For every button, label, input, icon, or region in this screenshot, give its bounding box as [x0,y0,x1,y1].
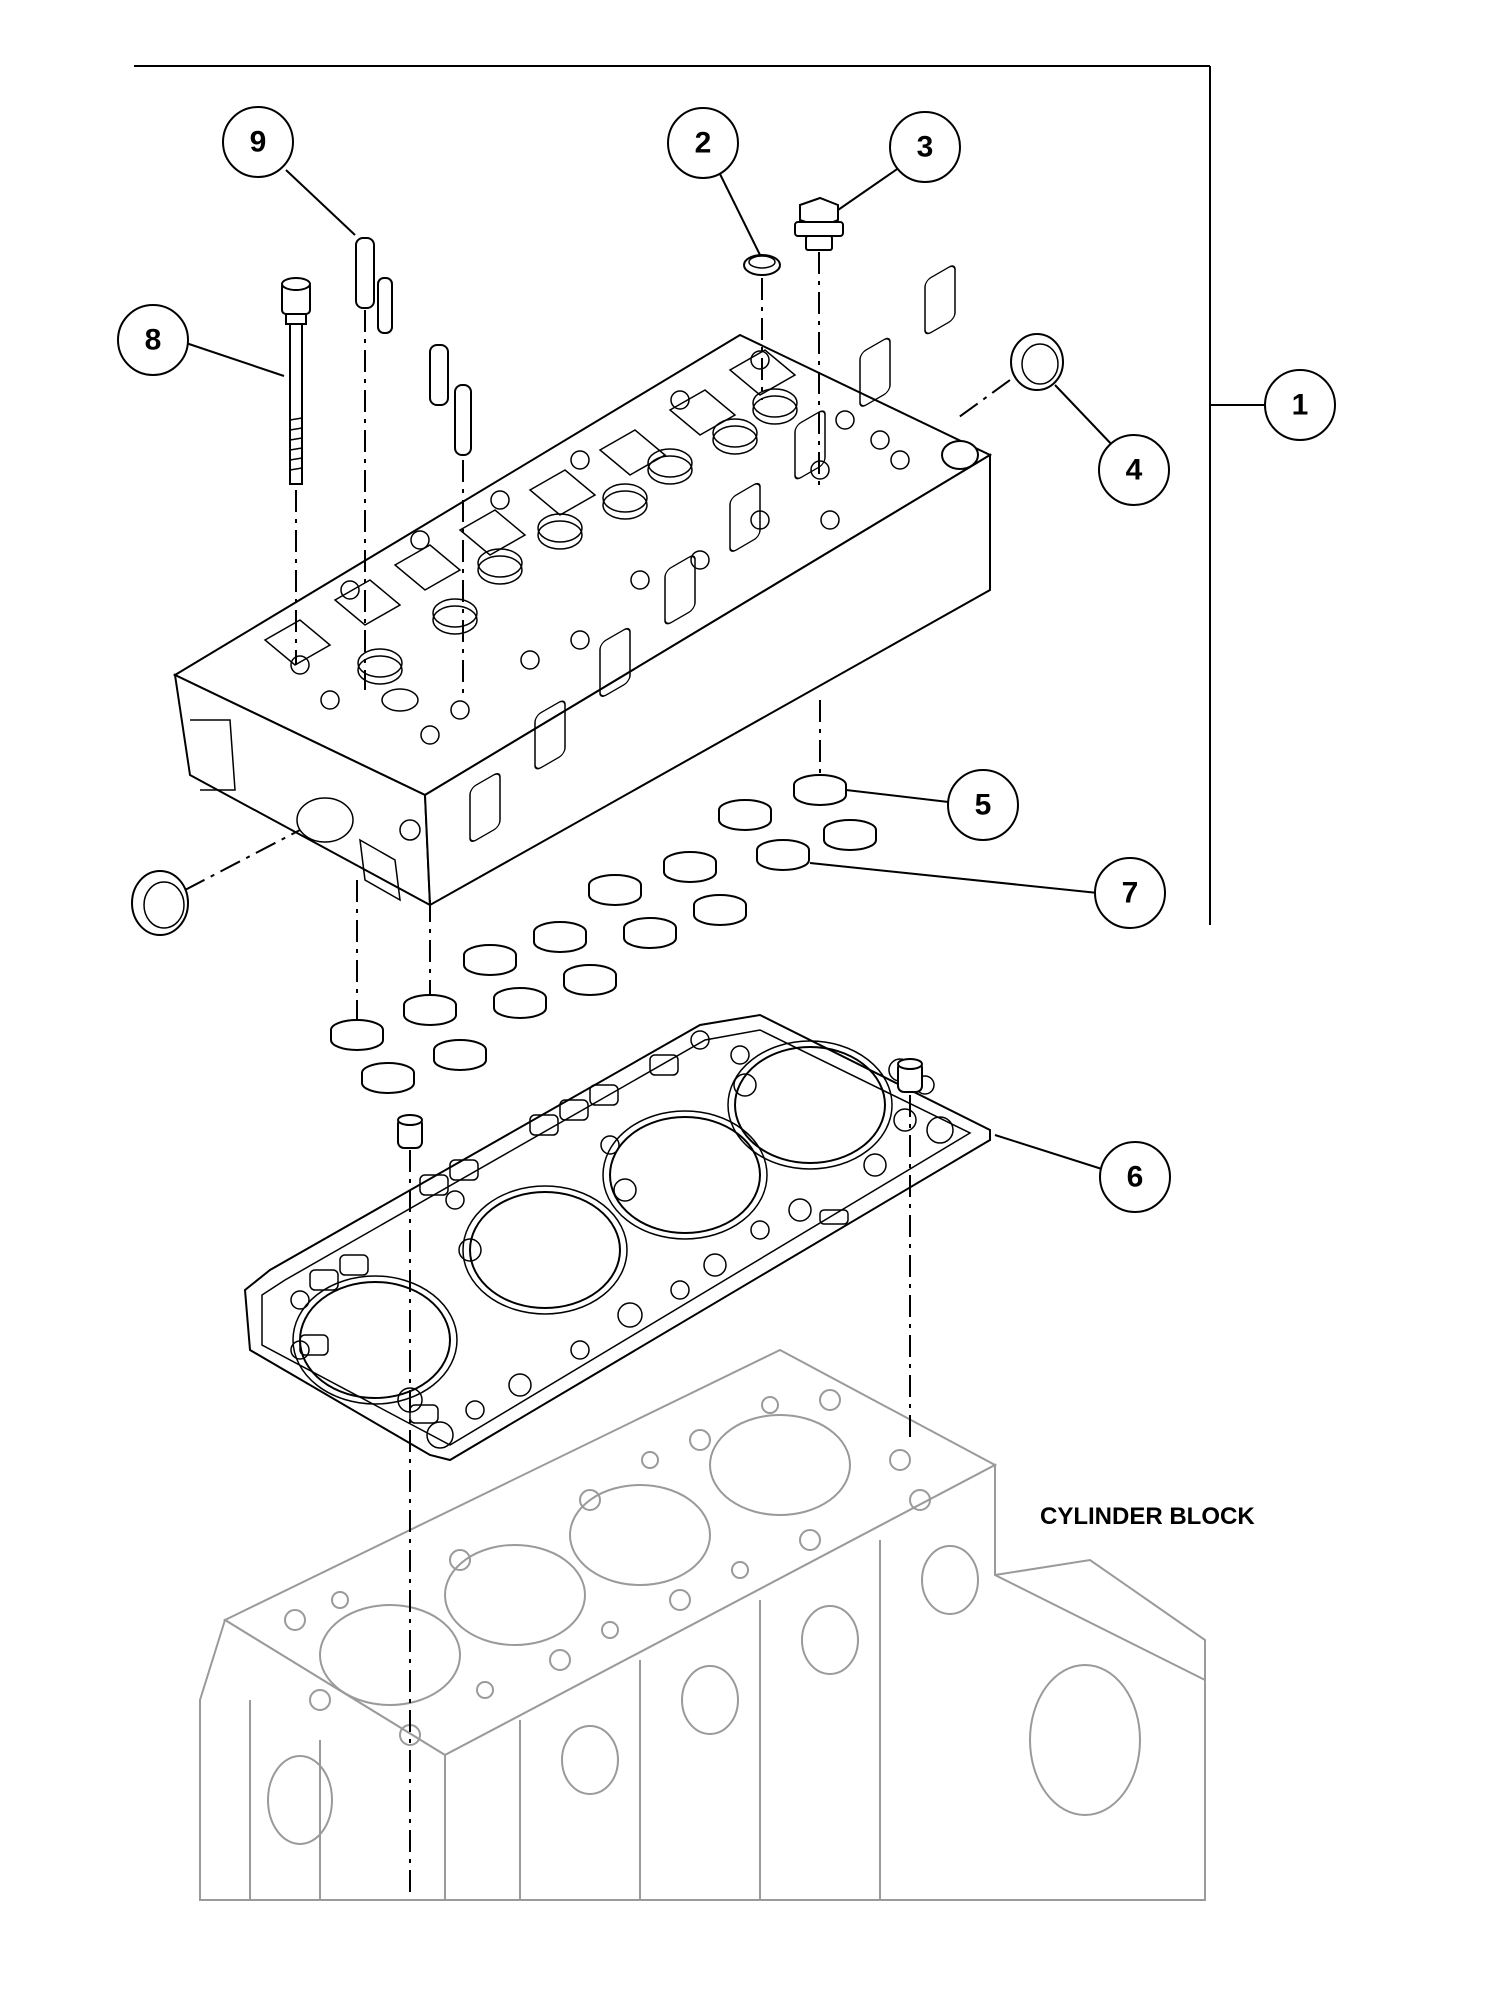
screw-plug [794,196,844,251]
head-gasket [243,1013,991,1462]
callout-9-label: 9 [250,126,267,159]
callout-1: 1 [1264,369,1336,441]
callout-8: 8 [117,304,189,376]
group-bracket [134,65,1268,925]
callout-1-label: 1 [1292,389,1309,422]
callout-4: 4 [1098,434,1170,506]
cylinder-head [172,265,993,907]
cylinder-block-label: CYLINDER BLOCK [1040,1503,1255,1530]
leader-lines [182,164,1116,1171]
sealing-plug [743,254,781,276]
callout-5-label: 5 [975,789,992,822]
alignment-lines [184,252,1011,1895]
core-plug-front [131,870,189,936]
callout-3-label: 3 [917,131,934,164]
dowel-pin-left [397,1114,423,1149]
dowel-pin-right [897,1058,923,1093]
valve-guides [355,237,472,456]
callout-7: 7 [1094,857,1166,929]
cylinder-block-drawing [199,1348,1206,1901]
head-bolt [281,277,311,485]
valve-seat-rings [330,774,877,1094]
callout-4-label: 4 [1126,454,1143,487]
callout-3: 3 [889,111,961,183]
callout-6-label: 6 [1127,1161,1144,1194]
callout-2: 2 [667,107,739,179]
core-plug-rear [1010,333,1064,391]
callout-2-label: 2 [695,127,712,160]
callout-9: 9 [222,106,294,178]
callout-8-label: 8 [145,324,162,357]
callout-6: 6 [1099,1141,1171,1213]
callout-5: 5 [947,769,1019,841]
callout-7-label: 7 [1122,877,1139,910]
